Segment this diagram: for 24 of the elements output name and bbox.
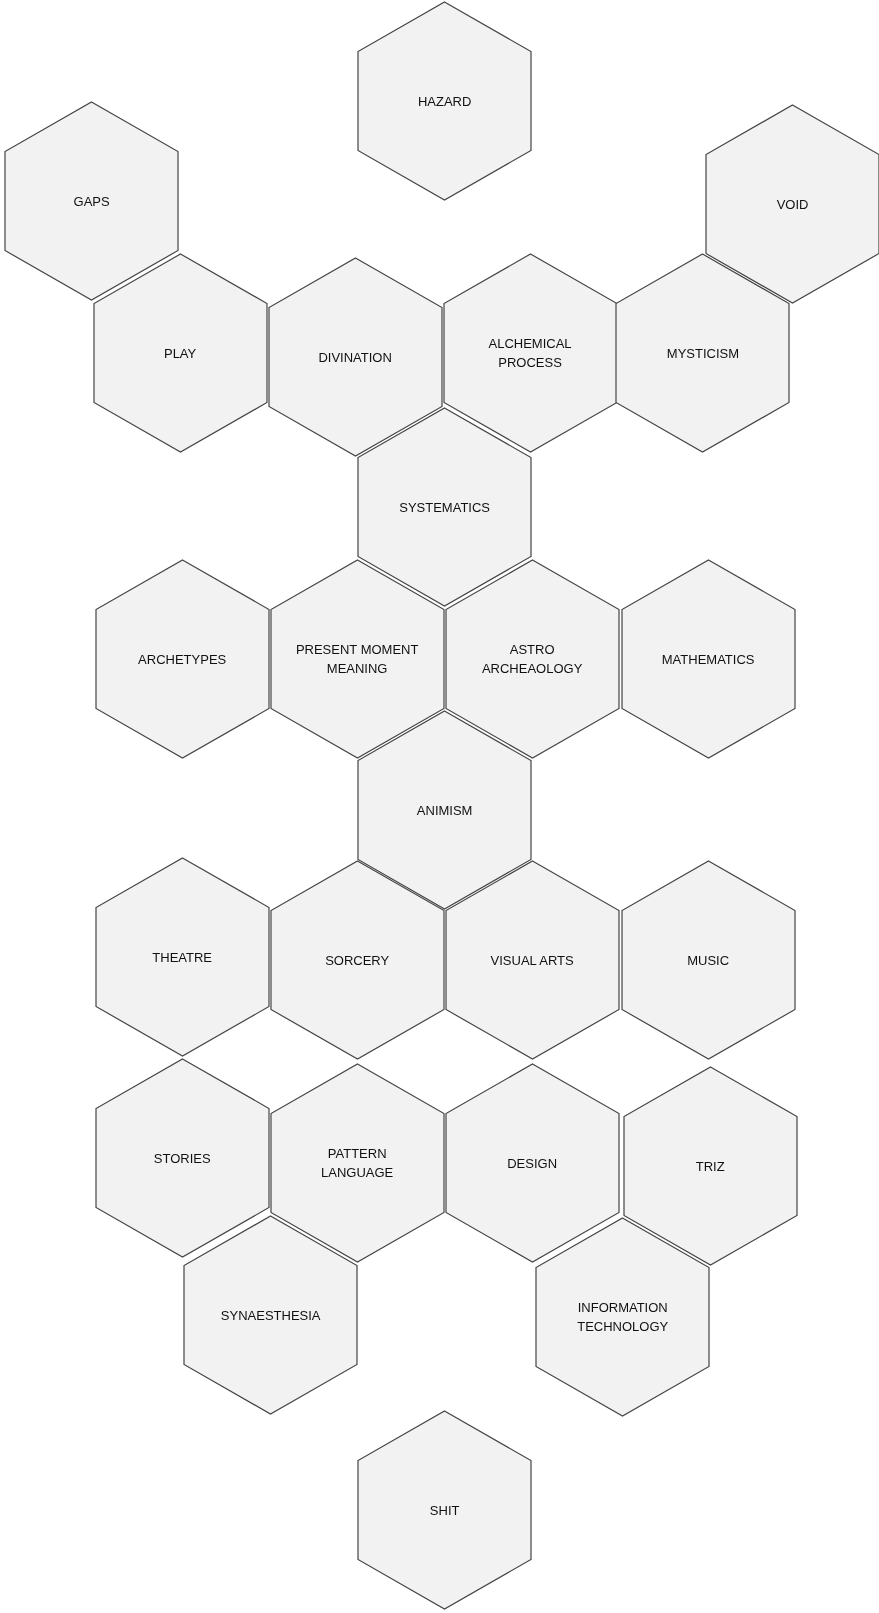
tile-label: SYNAESTHESIA bbox=[219, 1306, 322, 1325]
tile-label: SORCERY bbox=[324, 951, 391, 970]
tile-label: DIVINATION bbox=[317, 348, 393, 367]
tile-label: MUSIC bbox=[686, 951, 731, 970]
tile-label: STORIES bbox=[152, 1149, 212, 1168]
tile-label: TRIZ bbox=[694, 1157, 726, 1176]
tile-label: PRESENT MOMENT MEANING bbox=[294, 640, 420, 678]
tile-label: MATHEMATICS bbox=[660, 650, 756, 669]
tile-label: GAPS bbox=[72, 192, 111, 211]
tile-label: ALCHEMICAL PROCESS bbox=[487, 335, 573, 373]
tile-label: SHIT bbox=[428, 1501, 461, 1520]
tile-label: DESIGN bbox=[506, 1154, 559, 1173]
tile-label: PLAY bbox=[162, 344, 198, 363]
tile-label: SYSTEMATICS bbox=[398, 498, 492, 517]
tile-label: HAZARD bbox=[416, 92, 473, 111]
tile-label: ARCHETYPES bbox=[137, 650, 228, 669]
tile-label: ASTRO ARCHEAOLOGY bbox=[480, 640, 584, 678]
tile-label: MYSTICISM bbox=[665, 344, 741, 363]
tile-label: ANIMISM bbox=[415, 801, 474, 820]
tile-label: INFORMATION TECHNOLOGY bbox=[576, 1299, 670, 1337]
tile-label: THEATRE bbox=[151, 948, 214, 967]
tile-label: VOID bbox=[775, 195, 810, 214]
tile-label: VISUAL ARTS bbox=[489, 951, 575, 970]
tile-label: PATTERN LANGUAGE bbox=[320, 1145, 395, 1183]
